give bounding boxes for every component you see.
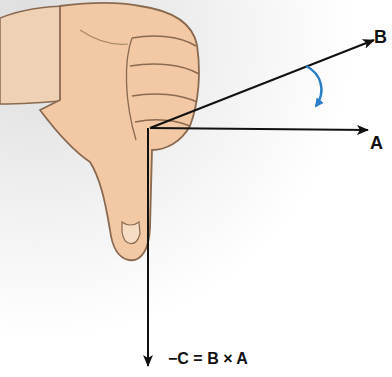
- knuckle-line: [80, 30, 128, 44]
- vector-label: B: [374, 28, 387, 48]
- finger-line: [132, 94, 197, 102]
- vector-label: A: [370, 134, 383, 154]
- vector-a-arrow: [150, 128, 368, 130]
- finger-tips: [126, 38, 136, 140]
- finger-line: [130, 64, 199, 74]
- finger-line: [132, 36, 196, 46]
- vector-b-arrow: [150, 40, 374, 128]
- rotation-arrow: [306, 66, 321, 106]
- cross-product-label: −C = B × A: [168, 350, 248, 368]
- fist: [40, 3, 199, 260]
- thumb-nail: [122, 222, 140, 244]
- vector-c-arrow: [147, 128, 149, 366]
